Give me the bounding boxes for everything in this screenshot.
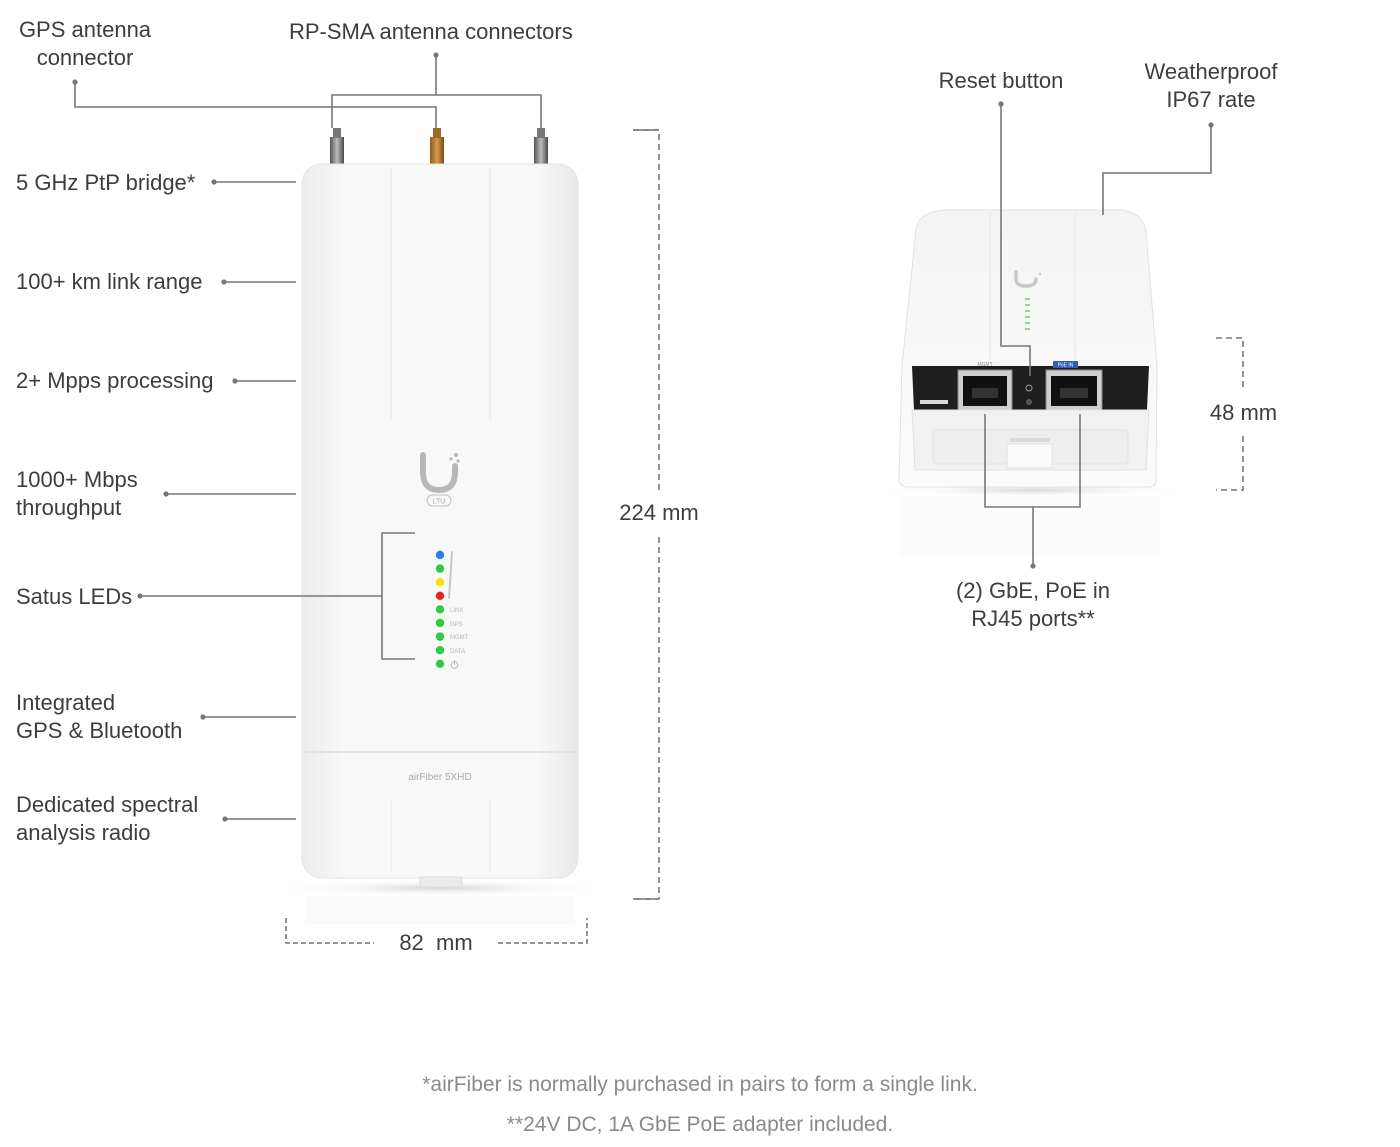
led-label-mgmt: MGMT [450,635,469,641]
callout-dots [72,52,439,822]
dimension-height [633,129,660,900]
gps-antenna-label-line1: GPS antenna [18,17,152,42]
rj45-port-mgmt [957,369,1013,411]
link-range-label: 100+ km link range [16,269,203,294]
ports-label-line1: (2) GbE, PoE in [955,578,1111,603]
throughput-label-line1: 1000+ Mbps [16,467,138,492]
ports-label-line2: RJ45 ports** [971,606,1095,631]
status-led [435,578,445,587]
front-device: LTU LINK GPS MGMT DATA airFiber 5XHD [265,128,615,924]
status-led [435,550,445,560]
gps-bt-label: Integrated GPS & Bluetooth [16,689,182,745]
rj45-port-poe [1045,369,1103,411]
callout-lines [74,55,542,820]
throughput-label-line2: throughput [16,495,122,520]
led-label-data: DATA [450,649,465,655]
height-dimension-label: 224 mm [619,500,699,525]
reset-button-label: Reset button [938,68,1064,93]
port-label-poe: PoE IN [1058,363,1074,369]
throughput-label: 1000+ Mbps throughput [16,466,138,522]
gps-connector [330,128,344,167]
status-led [435,564,445,573]
spectral-label-line2: analysis radio [16,820,151,845]
width-dimension-label: 82 mm [399,930,473,955]
status-leds [435,550,445,668]
model-name: airFiber 5XHD [408,772,471,783]
ports-label: (2) GbE, PoE in RJ45 ports** [938,577,1128,633]
mpps-label: 2+ Mpps processing [16,368,214,393]
status-leds-label: Satus LEDs [16,584,133,609]
status-led [435,646,445,655]
footnote-poe-adapter: **24V DC, 1A GbE PoE adapter included. [506,1113,894,1136]
gps-bt-label-line1: Integrated [16,690,116,715]
led-label-gps: GPS [450,622,463,628]
status-led [435,605,445,614]
dimension-depth [1216,337,1244,491]
ltu-badge: LTU [433,499,446,506]
weatherproof-label: Weatherproof IP67 rate [1130,58,1292,114]
rpsma-label: RP-SMA antenna connectors [289,19,573,44]
ubiquiti-logo-icon: LTU [420,452,460,507]
status-led [435,659,445,668]
dimension-width [285,918,588,944]
status-led [435,618,445,628]
rpsma-connector-center [430,128,444,167]
rpsma-connector-right [534,128,548,167]
power-icon [450,660,459,669]
led-labels: LINK GPS MGMT DATA [450,608,469,655]
weatherproof-label-line2: IP67 rate [1166,87,1256,112]
weatherproof-label-line1: Weatherproof [1144,59,1278,84]
callout-dots-right [998,101,1214,569]
led-label-link: LINK [450,608,463,614]
status-led [435,632,445,641]
bottom-device: MGMT PoE IN [873,209,1193,556]
ptp-bridge-label: 5 GHz PtP bridge* [16,170,196,195]
footnote-airfiber: *airFiber is normally purchased in pairs… [422,1073,978,1096]
reset-button-icon [1025,384,1033,405]
port-label-mgmt: MGMT [977,362,992,368]
status-led [435,591,445,600]
callout-lines-right [984,104,1212,566]
gps-antenna-label-line2: connector [36,45,134,70]
gps-antenna-label: GPS antenna connector [10,16,160,72]
gps-bt-label-line2: GPS & Bluetooth [16,718,183,743]
spectral-label: Dedicated spectral analysis radio [16,791,198,847]
depth-dimension-label: 48 mm [1209,400,1278,425]
spectral-label-line1: Dedicated spectral [16,792,199,817]
